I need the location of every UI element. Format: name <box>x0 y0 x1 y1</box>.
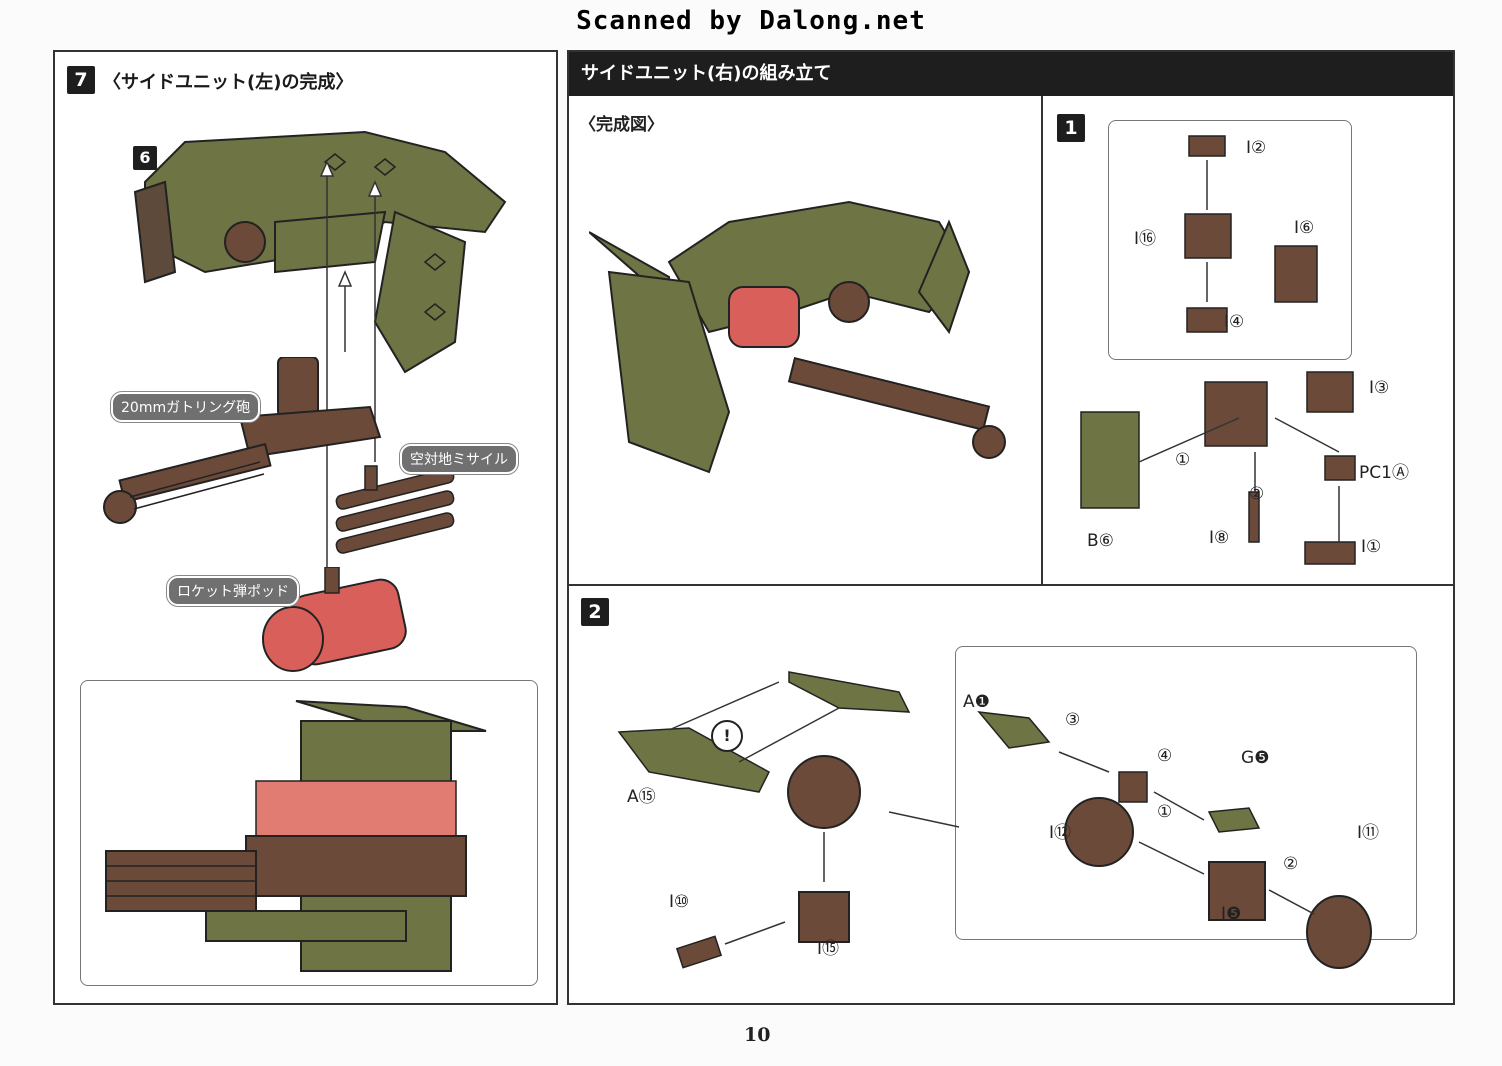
order-2: ② <box>1249 484 1265 504</box>
right-panel: サイドユニット(右)の組み立て 〈完成図〉 1 I② I⑯ <box>567 50 1455 1005</box>
part-label-i6: I⑥ <box>1294 218 1315 238</box>
part-label-i10: I⑩ <box>669 892 690 912</box>
step-2-subassembly-inset <box>955 646 1417 940</box>
step-2-number: 2 <box>581 598 609 626</box>
part-label-a15: A⑮ <box>627 787 656 807</box>
part-label-i2: I② <box>1246 138 1267 158</box>
part-label-i12: I⑫ <box>1049 823 1072 843</box>
step-1-number: 1 <box>1057 114 1085 142</box>
part-label-i16: I⑯ <box>1134 229 1157 249</box>
part-label-i5: I❺ <box>1221 904 1242 924</box>
rocket-pod-part <box>262 567 407 672</box>
side-unit-right-completed <box>589 200 1006 474</box>
label-gatling: 20mmガトリング砲 <box>111 392 261 422</box>
label-rocket-pod: ロケット弾ポッド <box>167 576 299 606</box>
assembly-arrows <box>319 162 383 602</box>
label-missile: 空対地ミサイル <box>400 444 518 474</box>
divider-vertical <box>1041 96 1043 586</box>
step-2-header: 2 <box>581 598 609 626</box>
missile-part <box>335 465 455 554</box>
side-unit-left-illustration <box>133 130 507 374</box>
order-1: ① <box>1157 802 1173 822</box>
left-panel-title: 〈サイドユニット(左)の完成〉 <box>103 72 354 93</box>
side-view-illustration <box>105 700 487 972</box>
divider-horizontal <box>569 584 1455 586</box>
scan-banner: Scanned by Dalong.net <box>576 6 926 36</box>
order-4: ④ <box>1157 746 1173 766</box>
gatling-gun-part <box>103 357 382 524</box>
detail-inset <box>80 680 538 986</box>
left-panel: 7 〈サイドユニット(左)の完成〉 6 <box>53 50 558 1005</box>
right-panel-header: サイドユニット(右)の組み立て <box>569 52 1453 96</box>
step-1-header: 1 <box>1057 114 1085 142</box>
part-label-i1: I① <box>1361 537 1382 557</box>
ref-step-badge: 6 <box>133 146 157 170</box>
part-label-i11: I⑪ <box>1357 823 1380 843</box>
completed-label: 〈完成図〉 <box>579 115 664 135</box>
part-label-a1: A❶ <box>963 692 990 712</box>
order-1: ① <box>1175 450 1191 470</box>
caution-icon: ! <box>711 720 743 752</box>
part-label-b6: B⑥ <box>1087 531 1114 551</box>
part-label-g5: G❺ <box>1241 748 1270 768</box>
part-label-i8: I⑧ <box>1209 528 1230 548</box>
step-2-diagram <box>617 671 1372 969</box>
step-number: 7 <box>67 66 95 94</box>
order-2: ② <box>1283 854 1299 874</box>
page-number: 10 <box>744 1024 771 1046</box>
step-7-header: 7 <box>67 66 95 94</box>
part-label-i4: I④ <box>1224 312 1245 332</box>
order-3: ③ <box>1065 710 1081 730</box>
part-label-i3: I③ <box>1369 378 1390 398</box>
step-1-diagram <box>1080 135 1356 565</box>
part-label-i15: I⑮ <box>817 939 840 959</box>
part-label-pc1a: PC1Ⓐ <box>1359 463 1409 483</box>
